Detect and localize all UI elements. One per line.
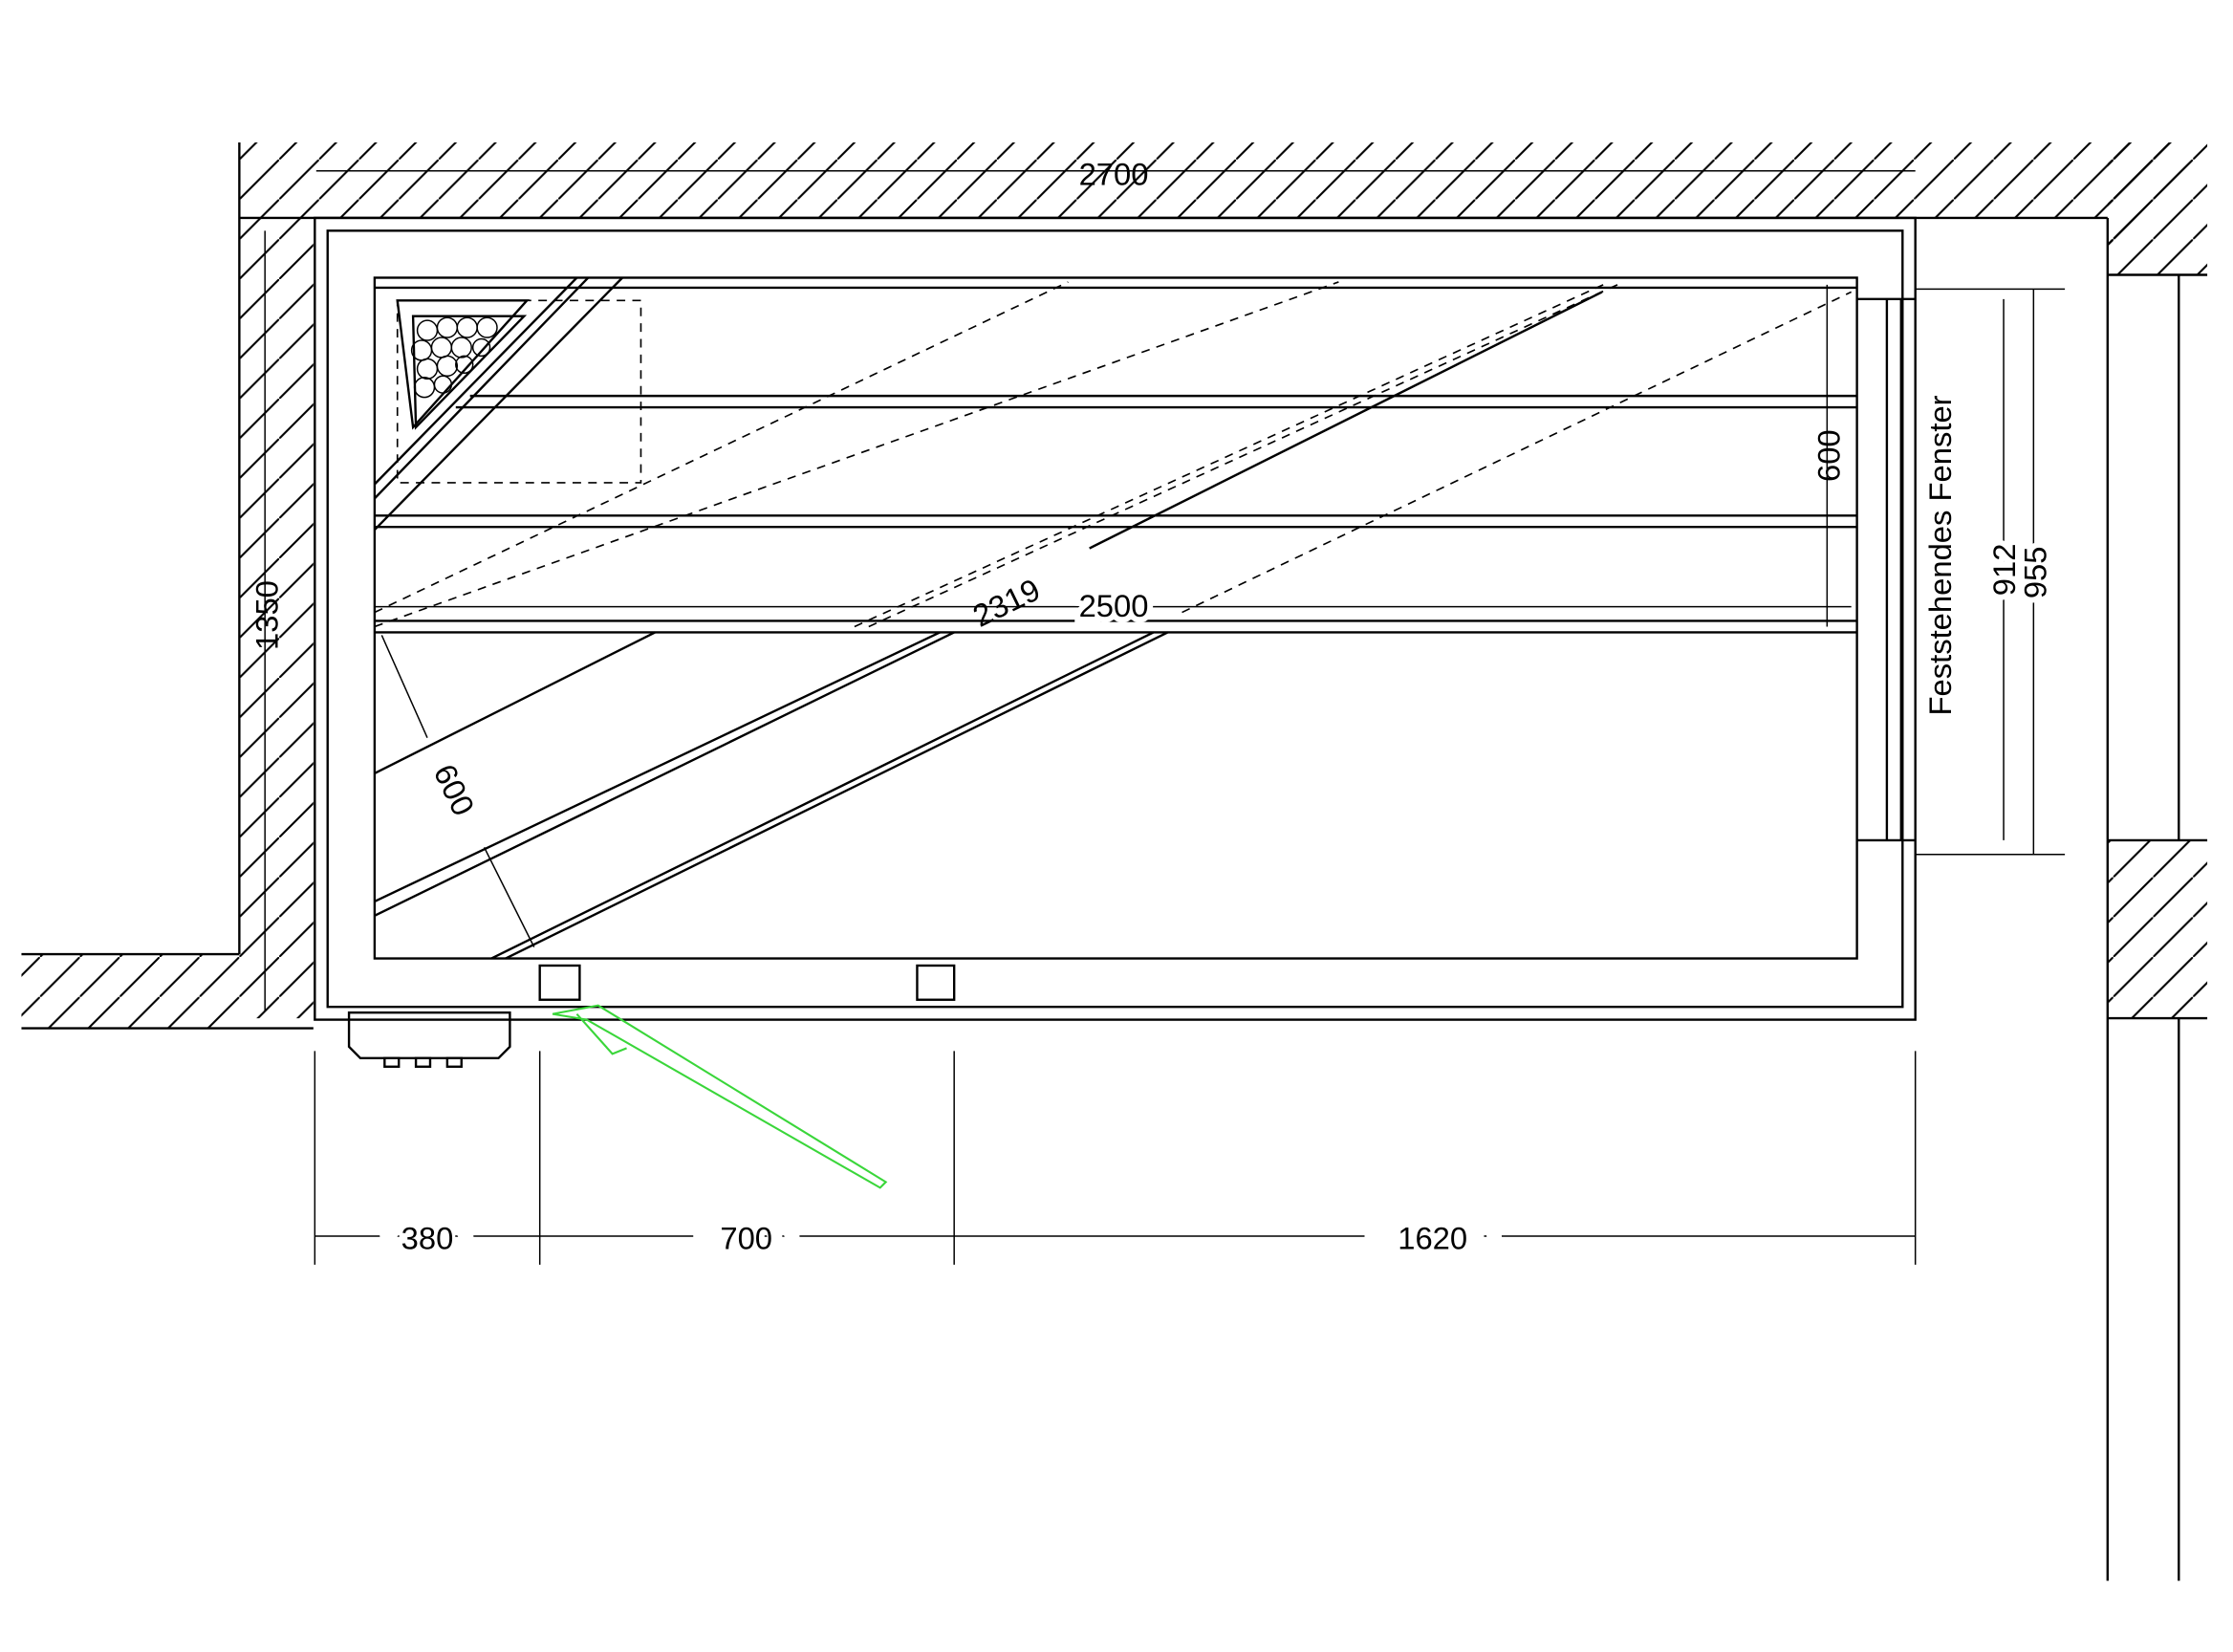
dim-seg-door: 700 [720,1220,772,1255]
dim-bench-diagonal: 2319 [967,572,1046,634]
sauna-cabin [314,216,2066,1021]
dim-total-depth: 1350 [249,580,285,650]
dim-bench-width: 600 [1811,429,1847,482]
dim-seg-left: 380 [401,1220,454,1255]
stove-stones [396,299,530,430]
dim-inner-width: 2500 [1079,588,1149,623]
dim-diag-bench-width: 600 [427,759,482,821]
dim-seg-right: 1620 [1398,1220,1467,1255]
heater [347,1011,511,1068]
dimension-lines [264,170,2035,1265]
window-label: Feststehendes Fenster [1922,395,1958,715]
dim-window-outer: 955 [2018,547,2053,599]
door-handle [916,964,956,1001]
door-swing [552,1004,888,1189]
dim-window-inner: 912 [1986,544,2022,597]
door-hinge [538,964,581,1001]
dim-total-width: 2700 [1079,157,1149,192]
walls [21,141,2208,1581]
